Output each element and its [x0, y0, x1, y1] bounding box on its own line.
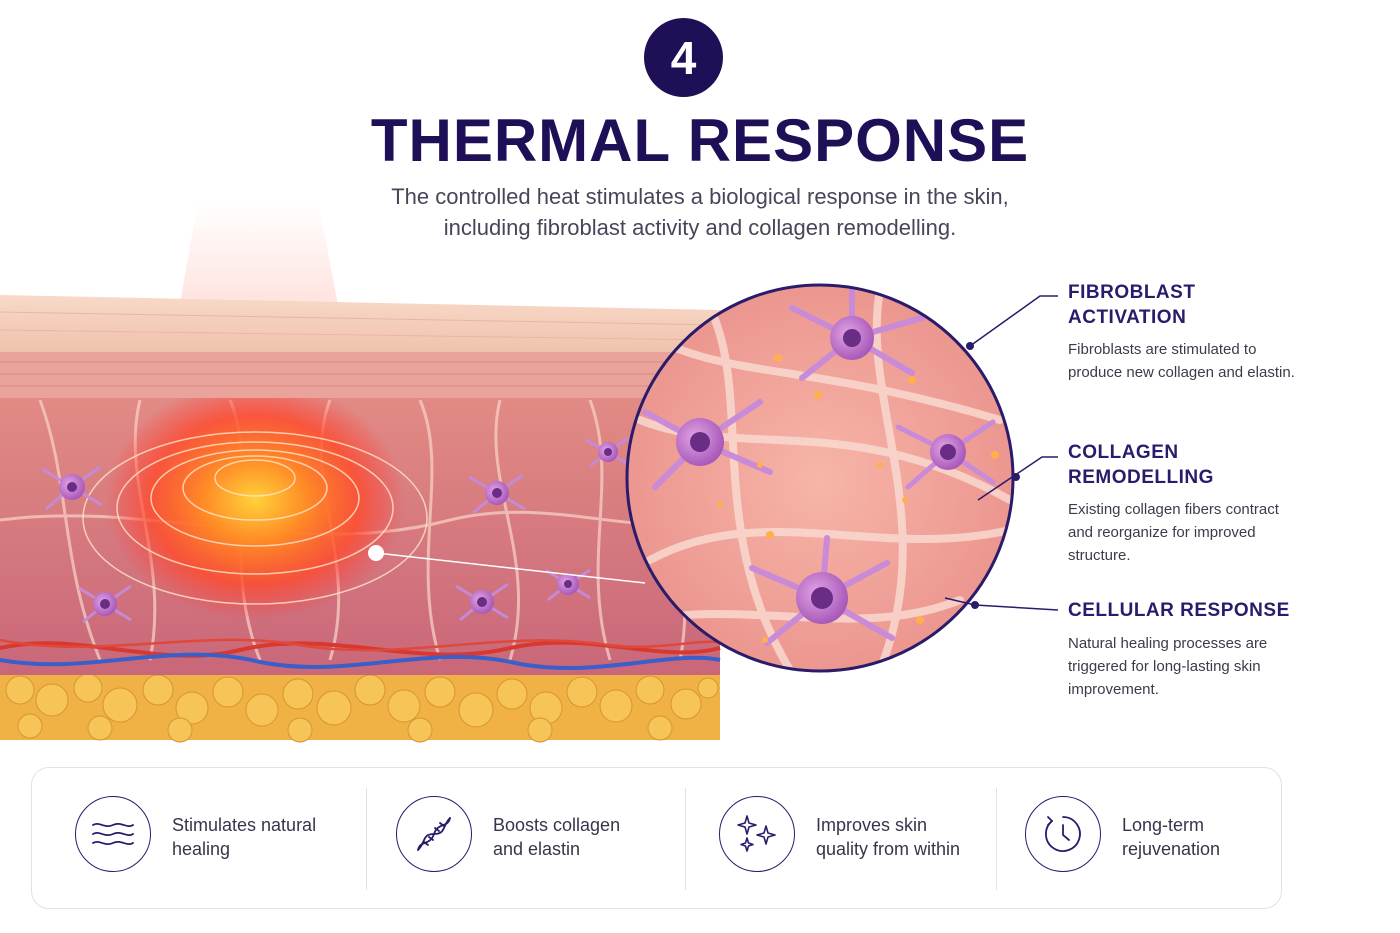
benefit-rejuvenation-line-1: Long-term [1122, 815, 1205, 835]
callout-cellular-title: CELLULAR RESPONSE [1068, 598, 1290, 623]
benefits-card: Stimulates natural healing Boosts collag… [31, 767, 1282, 909]
dermis-fibroblasts [41, 436, 629, 624]
heat-particles [717, 354, 999, 643]
callout-anchor-dots [966, 342, 1020, 609]
benefit-healing-text: Stimulates natural healing [172, 813, 342, 861]
fat-globules [5, 673, 719, 743]
skin-cross-section-illustration [0, 200, 1059, 743]
zoom-origin-dot [368, 545, 384, 561]
sparkles-icon [719, 796, 795, 872]
waves-icon [75, 796, 151, 872]
benefit-collagen-text: Boosts collagen and elastin [493, 813, 663, 861]
timer-icon [1025, 796, 1101, 872]
callout-cellular-title-line-1: CELLULAR RESPONSE [1068, 600, 1290, 621]
page-title: THERMAL RESPONSE [370, 107, 1030, 174]
callout-collagen-title-line-1: COLLAGEN [1068, 442, 1179, 463]
dna-icon [396, 796, 472, 872]
blood-vessels [0, 638, 721, 670]
zoom-connector-line [375, 552, 646, 584]
callout-fibroblast-title-line-1: FIBROBLAST [1068, 282, 1196, 303]
benefit-healing-line-2: healing [172, 839, 231, 859]
benefit-divider [366, 788, 367, 890]
benefit-rejuvenation-text: Long-term rejuvenation [1122, 813, 1292, 861]
callout-fibroblast-title-line-2: ACTIVATION [1068, 307, 1187, 328]
callout-fibroblast-text: Fibroblasts are stimulated to produce ne… [1068, 341, 1295, 381]
benefit-divider [685, 788, 686, 890]
benefit-divider [996, 788, 997, 890]
stratum-corneum-lines [0, 311, 721, 341]
benefit-skin-quality-line-1: Improves skin [816, 815, 928, 835]
magnified-fibroblasts [642, 285, 996, 646]
step-number: 4 [670, 31, 697, 84]
callout-cellular-text: Natural healing processes are triggered … [1068, 635, 1268, 698]
subtitle-line-2: including fibroblast activity and collag… [443, 215, 957, 240]
benefit-skin-quality-text: Improves skin quality from within [816, 813, 1006, 861]
benefit-healing-line-1: Stimulates natural [172, 815, 317, 835]
heat-rings [82, 431, 428, 605]
benefit-skin-quality-line-2: quality from within [816, 839, 961, 859]
callout-fibroblast-title: FIBROBLAST ACTIVATION [1068, 280, 1195, 330]
callout-collagen-text: Existing collagen fibers contract and re… [1068, 501, 1279, 564]
magnified-view [627, 285, 1013, 671]
subtitle-line-1: The controlled heat stimulates a biologi… [391, 184, 1009, 209]
step-number-badge: 4 [644, 18, 723, 97]
subtitle: The controlled heat stimulates a biologi… [0, 181, 1400, 243]
benefit-collagen-line-2: and elastin [493, 839, 581, 859]
benefit-rejuvenation-line-2: rejuvenation [1122, 839, 1221, 859]
callout-collagen-title: COLLAGEN REMODELLING [1068, 440, 1214, 490]
benefit-collagen-line-1: Boosts collagen [493, 815, 621, 835]
epidermis-cell-rows [0, 361, 720, 387]
callout-collagen-title-line-2: REMODELLING [1068, 467, 1214, 488]
heat-zone [105, 380, 405, 620]
